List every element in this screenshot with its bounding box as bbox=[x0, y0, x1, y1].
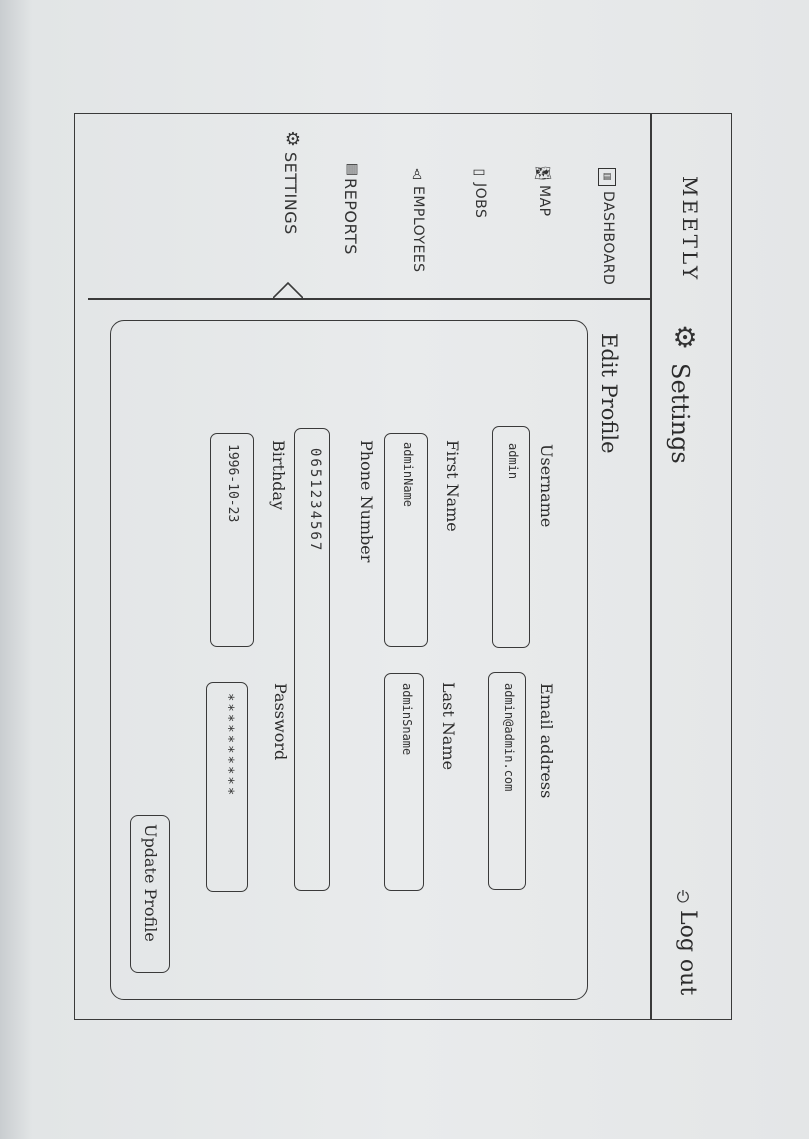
sidebar-item-label: DASHBOARD bbox=[600, 191, 616, 286]
last-name-input[interactable] bbox=[384, 673, 424, 891]
map-icon: 🗺 bbox=[534, 166, 552, 182]
birthday-input[interactable] bbox=[210, 433, 254, 647]
section-title: Edit Profile bbox=[597, 333, 621, 454]
sidebar-item-label: JOBS bbox=[472, 183, 488, 219]
logout-label: Log out bbox=[675, 910, 700, 996]
password-input[interactable] bbox=[206, 682, 248, 892]
last-name-value: adminSname bbox=[400, 683, 414, 756]
update-profile-label: Update Profile bbox=[141, 824, 160, 942]
sidebar-item-label: REPORTS bbox=[341, 178, 360, 255]
first-name-value: adminName bbox=[401, 442, 415, 508]
employees-icon: ♙ bbox=[410, 167, 424, 183]
jobs-icon: ▭ bbox=[472, 164, 486, 180]
first-name-label: First Name bbox=[443, 440, 462, 532]
email-label: Email address bbox=[537, 683, 556, 799]
birthday-value: 1996-10-23 bbox=[225, 444, 240, 523]
reports-icon: ▥ bbox=[345, 161, 359, 177]
app-title: MEETLY bbox=[678, 176, 702, 283]
phone-input[interactable] bbox=[294, 428, 330, 891]
password-value: ********** bbox=[220, 693, 236, 798]
birthday-label: Birthday bbox=[269, 440, 288, 511]
settings-gear-icon: ⚙ bbox=[672, 320, 698, 354]
header-divider bbox=[650, 113, 652, 1020]
page-title: Settings bbox=[666, 363, 694, 464]
username-label: Username bbox=[537, 444, 556, 528]
logout-icon: ⏻ bbox=[676, 887, 690, 906]
password-label: Password bbox=[271, 683, 290, 761]
username-value: admin bbox=[506, 443, 520, 480]
username-input[interactable] bbox=[492, 426, 530, 648]
sidebar-item-label: MAP bbox=[536, 185, 552, 217]
sidebar-item-label: EMPLOYEES bbox=[410, 186, 426, 273]
edit-profile-card bbox=[110, 320, 588, 1000]
sidebar-divider bbox=[88, 298, 650, 300]
sidebar-item-label: SETTINGS bbox=[281, 152, 300, 235]
dashboard-icon: ▤ bbox=[598, 168, 616, 186]
last-name-label: Last Name bbox=[439, 682, 458, 771]
email-input[interactable] bbox=[488, 672, 526, 890]
update-profile-button[interactable] bbox=[130, 815, 170, 973]
active-pointer bbox=[273, 281, 303, 299]
phone-value: 0651234567 bbox=[307, 448, 323, 553]
gear-icon: ⚙ bbox=[284, 128, 302, 150]
email-value: admin@admin.com bbox=[502, 683, 516, 792]
phone-label: Phone Number bbox=[357, 440, 376, 563]
first-name-input[interactable] bbox=[384, 433, 428, 647]
app-window bbox=[74, 113, 732, 1020]
